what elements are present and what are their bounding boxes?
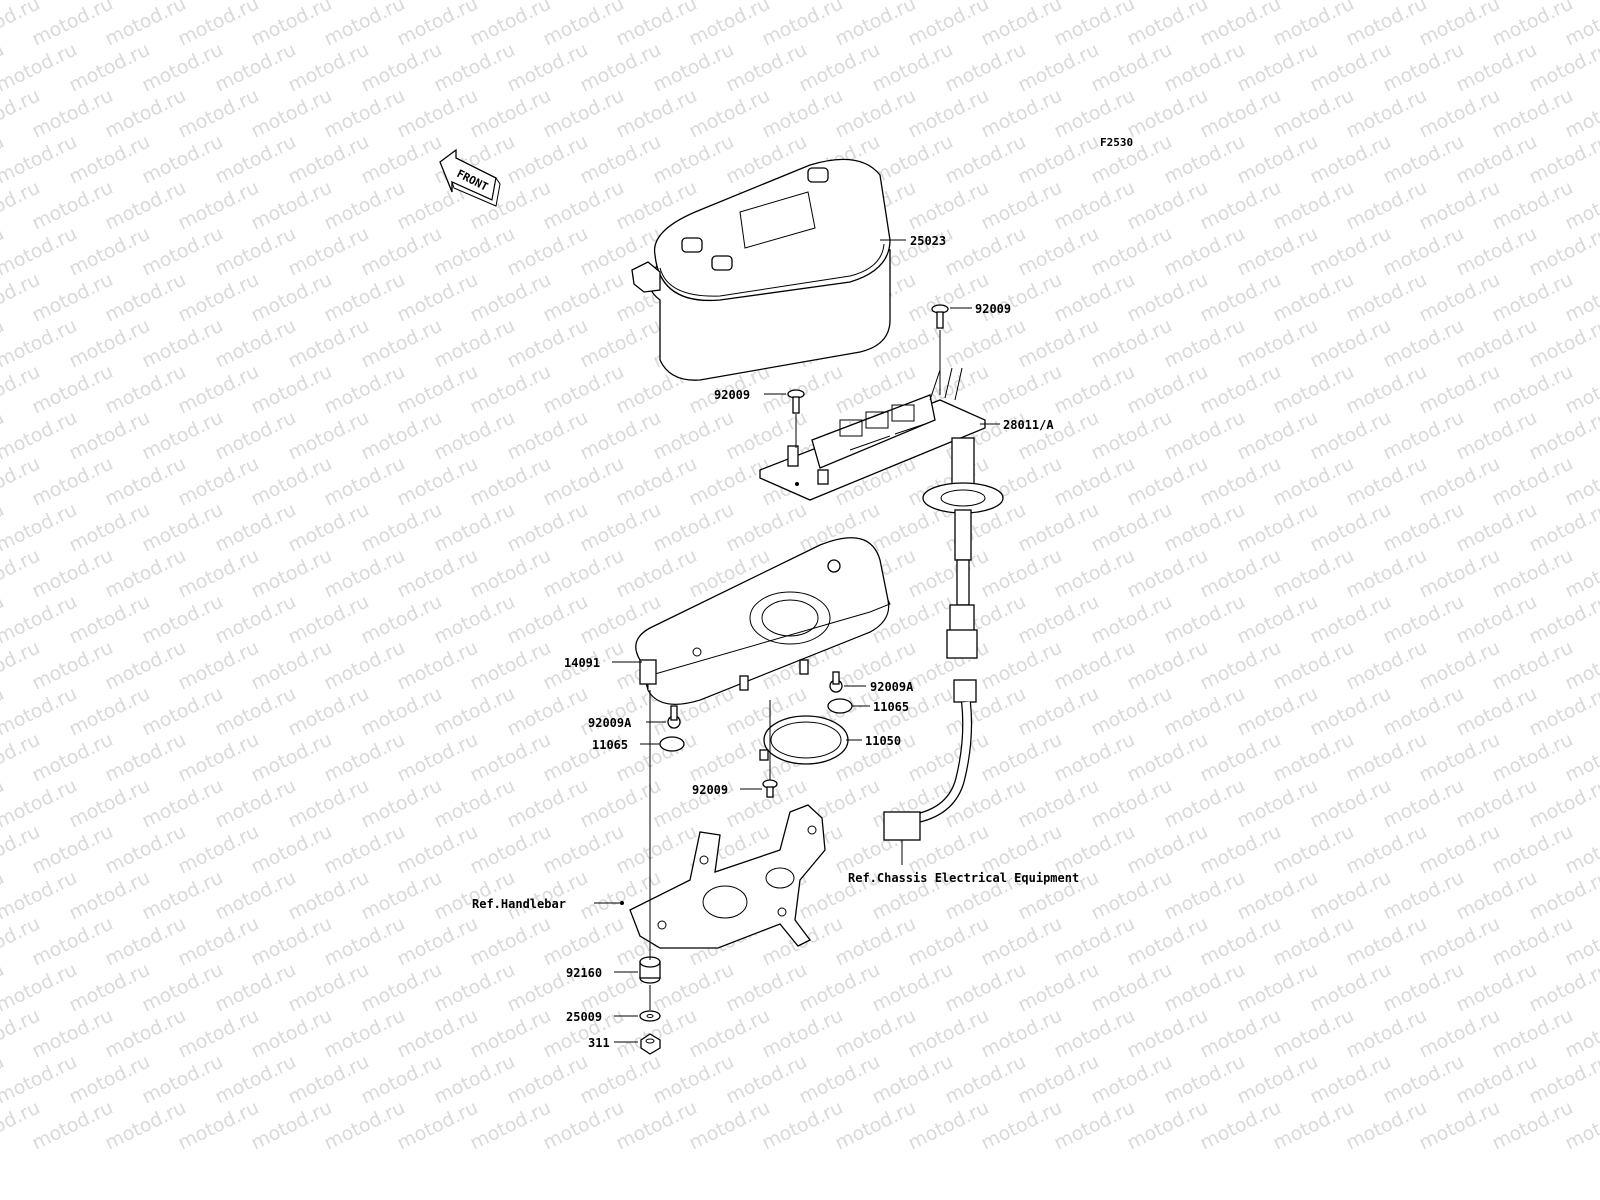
callout-label-92160: 92160 — [566, 966, 602, 980]
callout-label-92009-left: 92009 — [714, 388, 750, 402]
callout-label-92009A-left: 92009A — [588, 716, 632, 730]
callout-label-14091: 14091 — [564, 656, 600, 670]
callout-label-11065-right: 11065 — [873, 700, 909, 714]
cap-11065-left — [659, 736, 685, 752]
callout-label-28011: 28011/A — [1003, 418, 1054, 432]
washer-25009 — [639, 1010, 661, 1022]
callout-label-handlebar: Ref.Handlebar — [472, 897, 566, 911]
callout-11050: 11050 — [846, 734, 901, 748]
grommet-92160 — [639, 956, 661, 984]
callout-label-311: 311 — [588, 1036, 610, 1050]
callout-label-chassis: Ref.Chassis Electrical Equipment — [848, 871, 1079, 885]
band-11050 — [759, 715, 849, 765]
callout-label-92009A-right: 92009A — [870, 680, 914, 694]
callout-label-92009-top: 92009 — [975, 302, 1011, 316]
callout-label-25009: 25009 — [566, 1010, 602, 1024]
callout-92009-bottom: 92009 — [692, 783, 762, 797]
callout-label-25023: 25023 — [910, 234, 946, 248]
callout-label-92009-bottom: 92009 — [692, 783, 728, 797]
callout-label-11065-left: 11065 — [592, 738, 628, 752]
callout-label-11050: 11050 — [865, 734, 901, 748]
cap-11065-right — [827, 698, 853, 714]
callout-25009: 25009 — [566, 1010, 638, 1024]
figure-code: F2530 — [1100, 136, 1133, 149]
